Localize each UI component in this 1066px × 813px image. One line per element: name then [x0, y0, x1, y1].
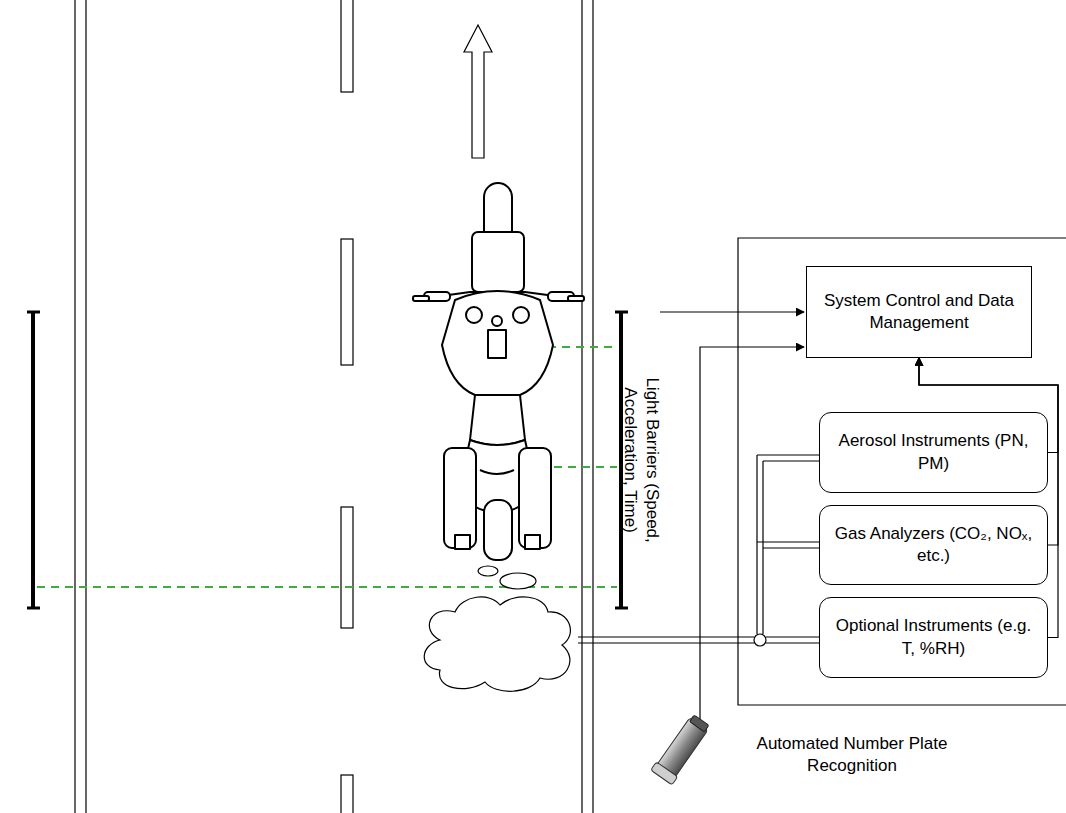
- barrier-label: Light Barriers (Speed, Acceleration, Tim…: [619, 350, 663, 570]
- box-text: Gas Analyzers (CO₂, NOₓ, etc.): [830, 523, 1037, 567]
- motorcycle-part: [455, 535, 470, 549]
- sampling-line-part: [757, 454, 819, 455]
- sampling-line-part: [578, 636, 754, 637]
- motorcycle-part: [466, 307, 482, 323]
- direction-arrow: [464, 25, 492, 158]
- light-barrier-part: [615, 311, 628, 314]
- light-beam-part: [548, 346, 617, 348]
- motorcycle-part: [444, 448, 476, 548]
- exhaust-cloud-part: [478, 566, 498, 576]
- motorcycle-part: [484, 500, 512, 560]
- sampling-line-part: [578, 642, 754, 643]
- enclosure-outline: [738, 238, 1066, 705]
- camera-icon: [651, 713, 712, 785]
- motorcycle: [413, 183, 584, 560]
- exhaust-cloud-part: [500, 573, 536, 589]
- camera-icon-part: [690, 715, 709, 732]
- box-text: Optional Instruments (e.g. T, %RH): [830, 615, 1037, 659]
- road: [75, 0, 593, 813]
- road-part: [341, 239, 353, 365]
- camera-label: Automated Number Plate Recognition: [742, 733, 962, 777]
- camera-icon-part: [651, 762, 678, 785]
- motorcycle-part: [492, 316, 502, 326]
- motorcycle-part: [525, 535, 540, 549]
- signal-wire-part: [660, 311, 804, 312]
- road-part: [341, 775, 353, 813]
- instrument-box: Gas Analyzers (CO₂, NOₓ, etc.): [819, 505, 1048, 585]
- box-text: System Control and Data Management: [817, 290, 1021, 334]
- motorcycle-part: [472, 232, 524, 292]
- road-part: [85, 0, 86, 813]
- exhaust-cloud: [424, 566, 570, 691]
- instrument-box: Optional Instruments (e.g. T, %RH): [819, 597, 1048, 678]
- road-part: [581, 0, 582, 813]
- exhaust-cloud-part: [424, 597, 570, 691]
- control-box: System Control and Data Management: [806, 266, 1032, 358]
- road-part: [592, 0, 593, 813]
- signal-wire-part: [700, 347, 804, 722]
- signal-connector: [919, 358, 1058, 638]
- sampling-line-part: [763, 547, 819, 548]
- sampling-line-part: [756, 455, 757, 634]
- motorcycle-part: [519, 448, 551, 548]
- motorcycle-part: [568, 296, 584, 301]
- light-barrier-part: [27, 311, 40, 314]
- enclosure-outline-part: [738, 238, 1066, 705]
- motorcycle-part: [470, 395, 525, 445]
- box-text: Aerosol Instruments (PN, PM): [830, 430, 1037, 474]
- direction-arrow-part: [464, 25, 492, 158]
- motorcycle-part: [413, 296, 429, 301]
- sampling-line-part: [766, 636, 819, 637]
- road-part: [74, 0, 75, 813]
- light-beam-part: [554, 466, 617, 468]
- motorcycle-part: [442, 291, 553, 395]
- sampling-line: [578, 455, 819, 646]
- motorcycle-part: [488, 330, 506, 358]
- road-part: [341, 0, 353, 92]
- light-barrier-part: [615, 607, 628, 610]
- sampling-line-part: [757, 541, 819, 542]
- motorcycle-part: [513, 307, 529, 323]
- instrument-box: Aerosol Instruments (PN, PM): [819, 412, 1048, 493]
- motorcycle-part: [480, 470, 514, 474]
- sampling-line-part: [754, 634, 766, 646]
- road-part: [341, 507, 353, 628]
- light-barrier-part: [27, 607, 40, 610]
- sampling-line-part: [766, 642, 819, 643]
- signal-wire: [660, 312, 804, 722]
- light-barrier-part: [31, 312, 35, 608]
- sampling-line-part: [763, 460, 819, 461]
